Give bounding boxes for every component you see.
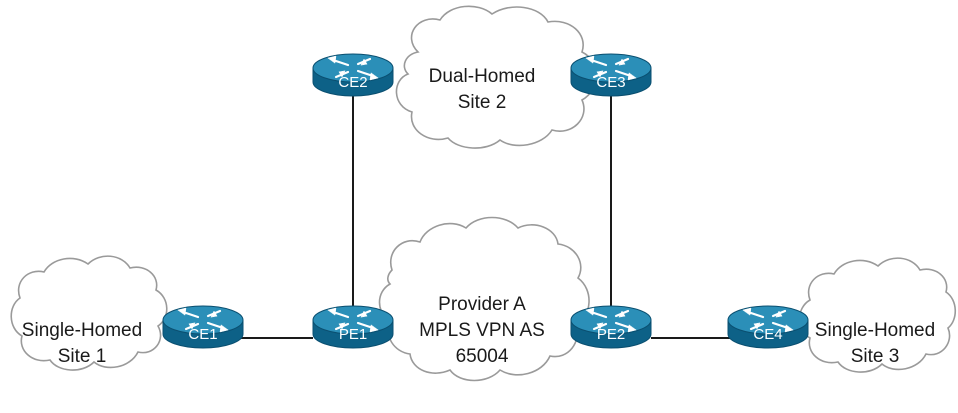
- router-pe1-label: PE1: [339, 326, 367, 343]
- provider-line3: 65004: [456, 346, 509, 367]
- site3-line2: Site 3: [851, 346, 900, 367]
- site3-line1: Single-Homed: [815, 320, 935, 341]
- router-pe2[interactable]: PE2: [569, 304, 653, 350]
- router-ce1-label: CE1: [188, 326, 217, 343]
- router-pe2-label: PE2: [597, 326, 625, 343]
- router-ce4-label: CE4: [753, 326, 782, 343]
- router-ce3-label: CE3: [596, 74, 625, 91]
- router-ce2[interactable]: CE2: [311, 52, 395, 98]
- site2-label: Dual-Homed Site 2: [429, 66, 536, 113]
- provider-line2: MPLS VPN AS: [419, 320, 545, 341]
- provider-label: Provider A MPLS VPN AS 65004: [419, 294, 545, 367]
- cloud-site2: [395, 5, 597, 149]
- site3-label: Single-Homed Site 3: [815, 320, 935, 367]
- site1-line1: Single-Homed: [22, 320, 142, 341]
- site2-line1: Dual-Homed: [429, 66, 536, 87]
- cloud-site3: [798, 257, 957, 373]
- router-ce4[interactable]: CE4: [726, 304, 810, 350]
- router-ce2-label: CE2: [338, 74, 367, 91]
- router-pe1[interactable]: PE1: [311, 304, 395, 350]
- site1-label: Single-Homed Site 1: [22, 320, 142, 367]
- site2-line2: Site 2: [458, 92, 507, 113]
- router-ce3[interactable]: CE3: [569, 52, 653, 98]
- provider-line1: Provider A: [438, 294, 526, 315]
- site1-line2: Site 1: [58, 346, 107, 367]
- router-ce1[interactable]: CE1: [161, 304, 245, 350]
- cloud-site1: [10, 255, 168, 371]
